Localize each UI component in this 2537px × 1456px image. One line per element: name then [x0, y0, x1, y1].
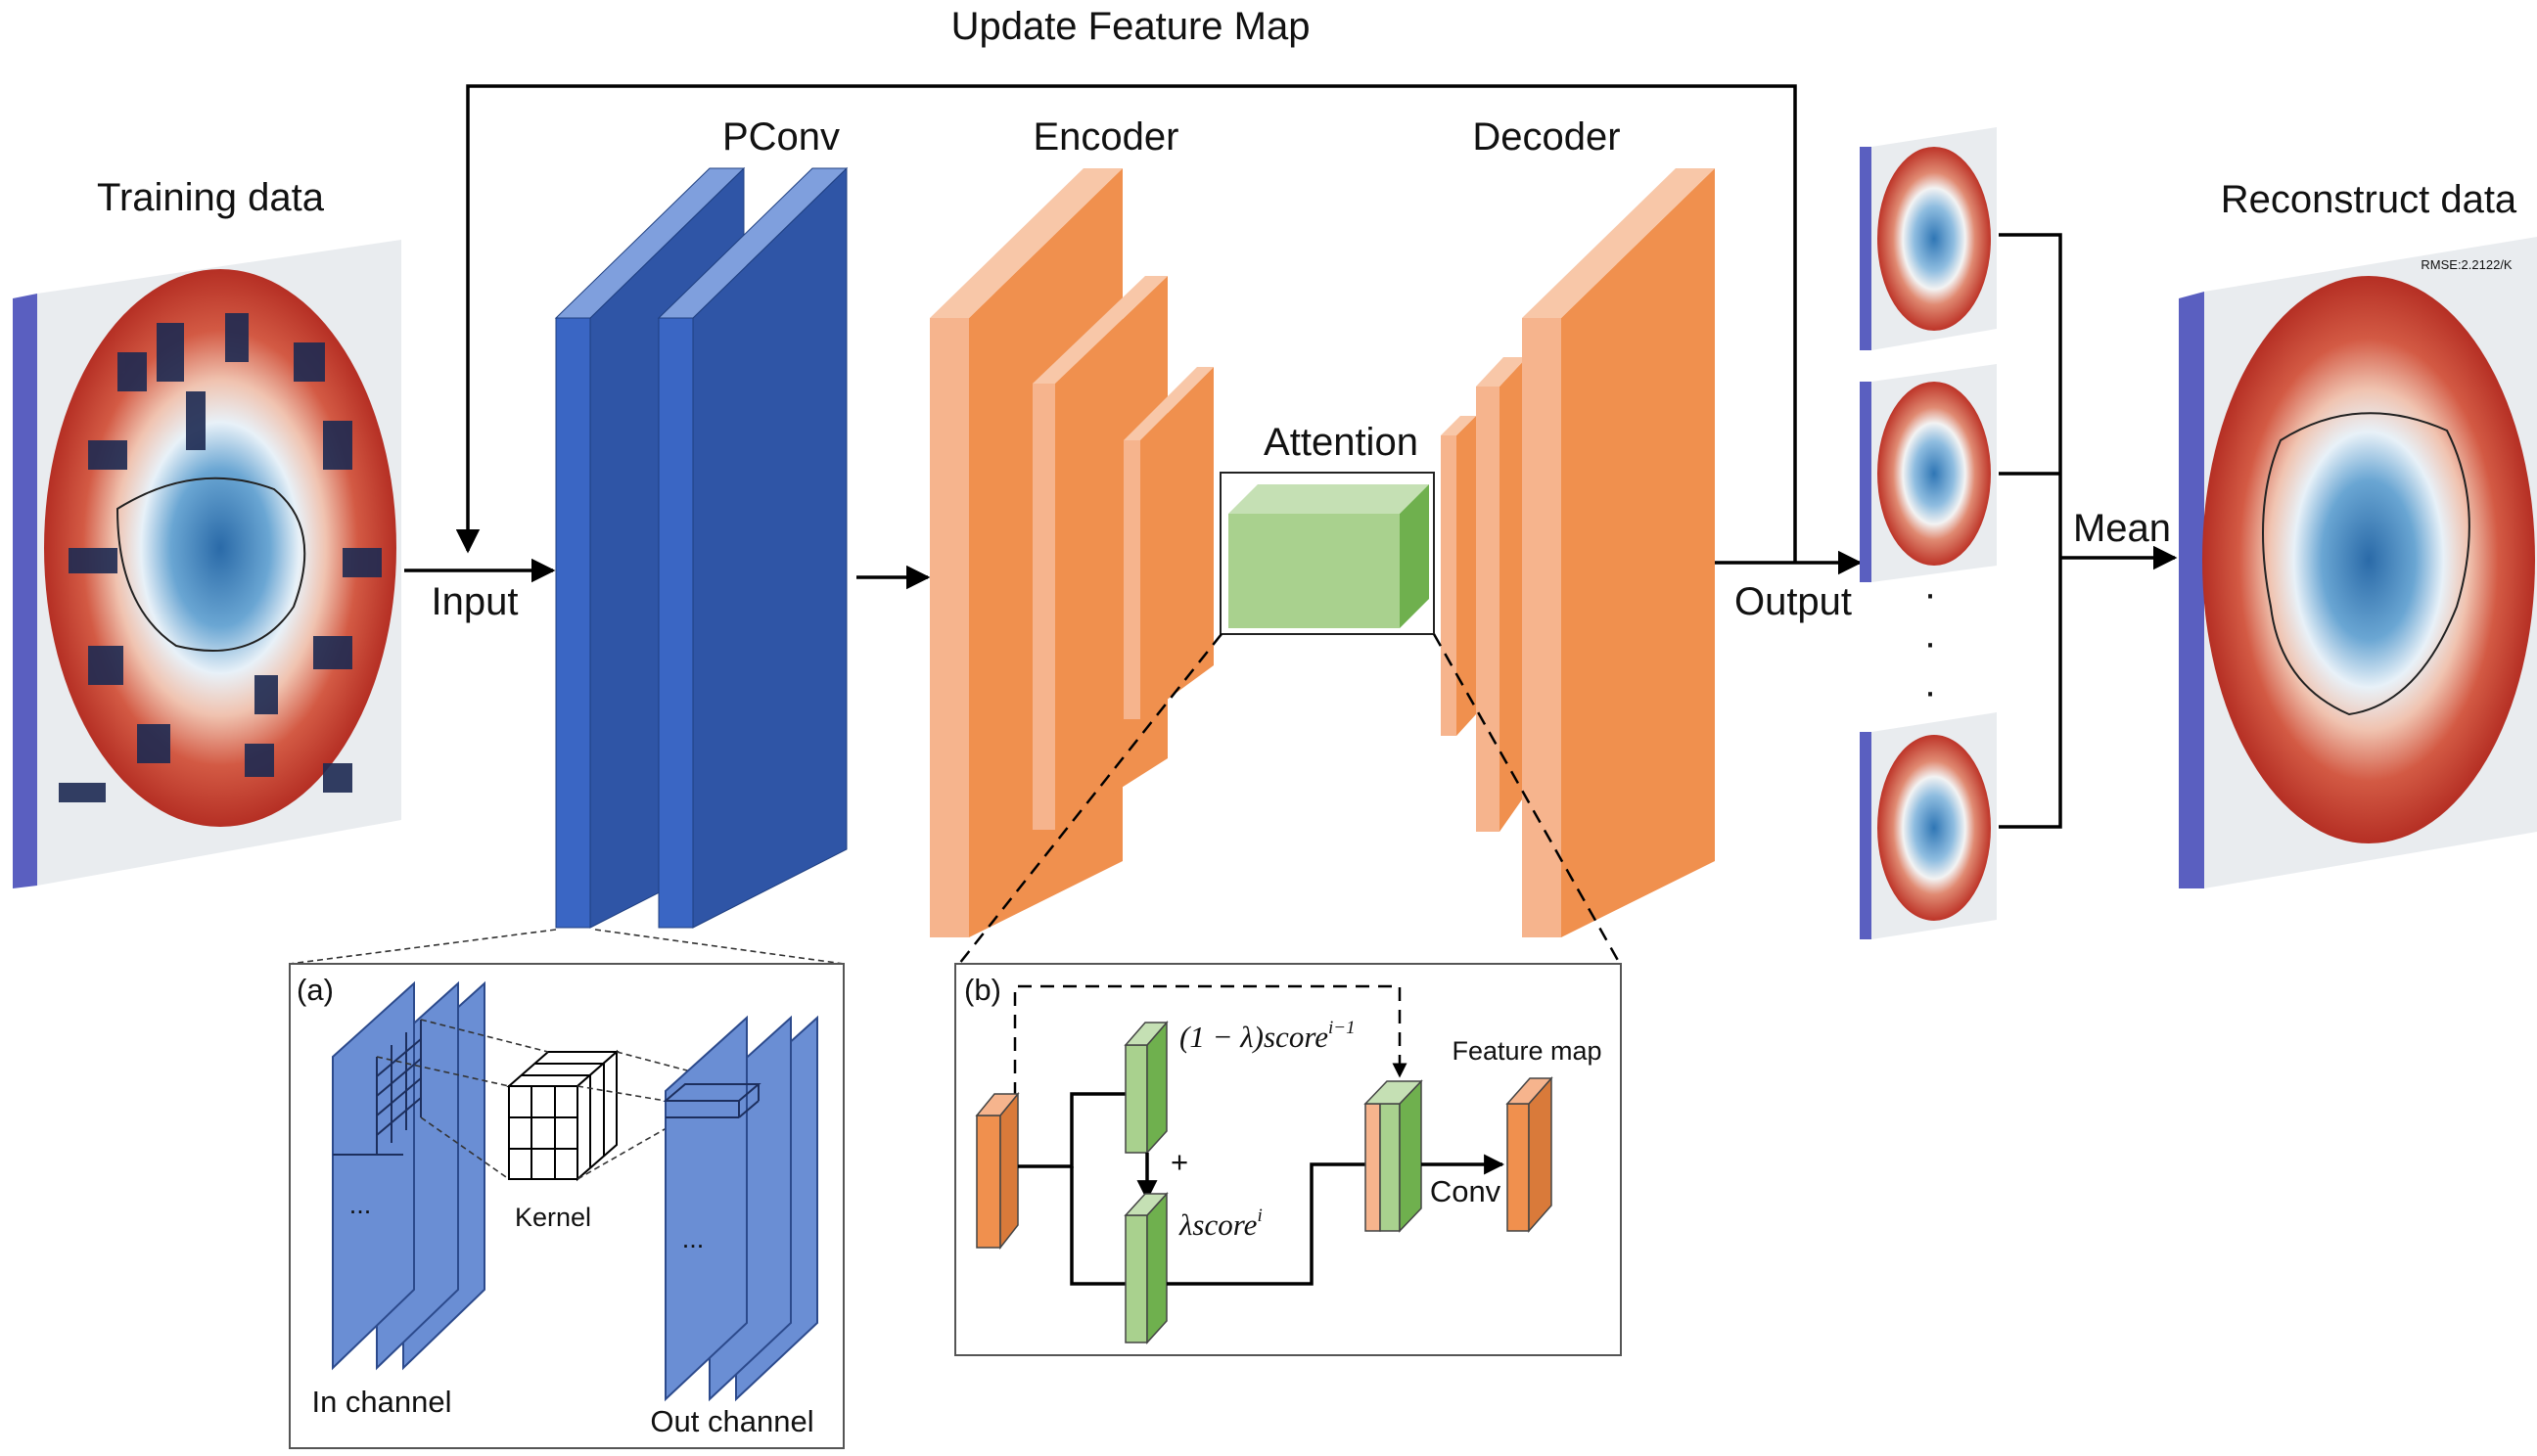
ellipsis-dot-3: · [1923, 670, 1936, 713]
decoder-block-1 [1522, 168, 1715, 937]
output-map-1 [1860, 127, 1997, 350]
encoder-block-3 [1124, 367, 1214, 719]
decoder-label: Decoder [1472, 115, 1620, 159]
reconstruct-data-label: Reconstruct data [2221, 178, 2517, 221]
ellipsis-dot-2: · [1923, 621, 1936, 664]
out-channel-stack [663, 1015, 818, 1402]
score-cur-label: λscorei [1178, 1206, 1263, 1242]
reconstruct-data-map: RMSE:2.2122/K [2179, 237, 2537, 888]
pconv-block-2 [657, 166, 849, 929]
conv-label: Conv [1430, 1174, 1501, 1208]
plus-sign: + [1171, 1145, 1188, 1179]
panel-a-tag: (a) [297, 973, 334, 1007]
panel-b-output-block [1505, 1076, 1553, 1233]
out-channel-label: Out channel [650, 1404, 813, 1438]
feature-map-label: Feature map [1452, 1036, 1601, 1066]
attention-block [1228, 484, 1429, 628]
update-feature-map-loop [455, 84, 1797, 563]
output-map-2 [1860, 364, 1997, 582]
out-channel-ellipsis: ... [682, 1224, 705, 1253]
ellipsis-dot-1: · [1923, 572, 1936, 615]
in-channel-ellipsis: ... [349, 1190, 372, 1219]
mean-bracket [1999, 233, 2062, 829]
update-feature-map-label: Update Feature Map [951, 5, 1311, 48]
kernel-cube [506, 1049, 620, 1182]
decoder-block-2 [1476, 357, 1527, 832]
training-data-label: Training data [97, 176, 325, 219]
mean-label: Mean [2073, 507, 2171, 550]
output-map-n [1860, 712, 1997, 939]
in-channel-label: In channel [311, 1385, 451, 1419]
panel-b-input-block [975, 1091, 1020, 1251]
rmse-text: RMSE:2.2122/K [2421, 257, 2513, 272]
input-label: Input [432, 580, 519, 623]
attention-label: Attention [1264, 421, 1418, 464]
score-prev-label: (1 − λ)scorei−1 [1179, 1018, 1356, 1054]
panel-b-feature-map-block [1363, 1079, 1423, 1233]
kernel-label: Kernel [515, 1203, 591, 1232]
decoder-block-3 [1441, 416, 1476, 736]
in-channel-stack [332, 980, 485, 1371]
panel-b-tag: (b) [964, 973, 1001, 1007]
panel-b-score-prev-block [1124, 1020, 1169, 1155]
encoder-label: Encoder [1034, 115, 1179, 159]
training-data-map [13, 240, 401, 888]
panel-b-skip-connection [1013, 984, 1407, 1096]
panel-b-score-cur-block [1124, 1192, 1169, 1344]
output-label: Output [1734, 580, 1852, 623]
pconv-label: PConv [722, 115, 840, 159]
